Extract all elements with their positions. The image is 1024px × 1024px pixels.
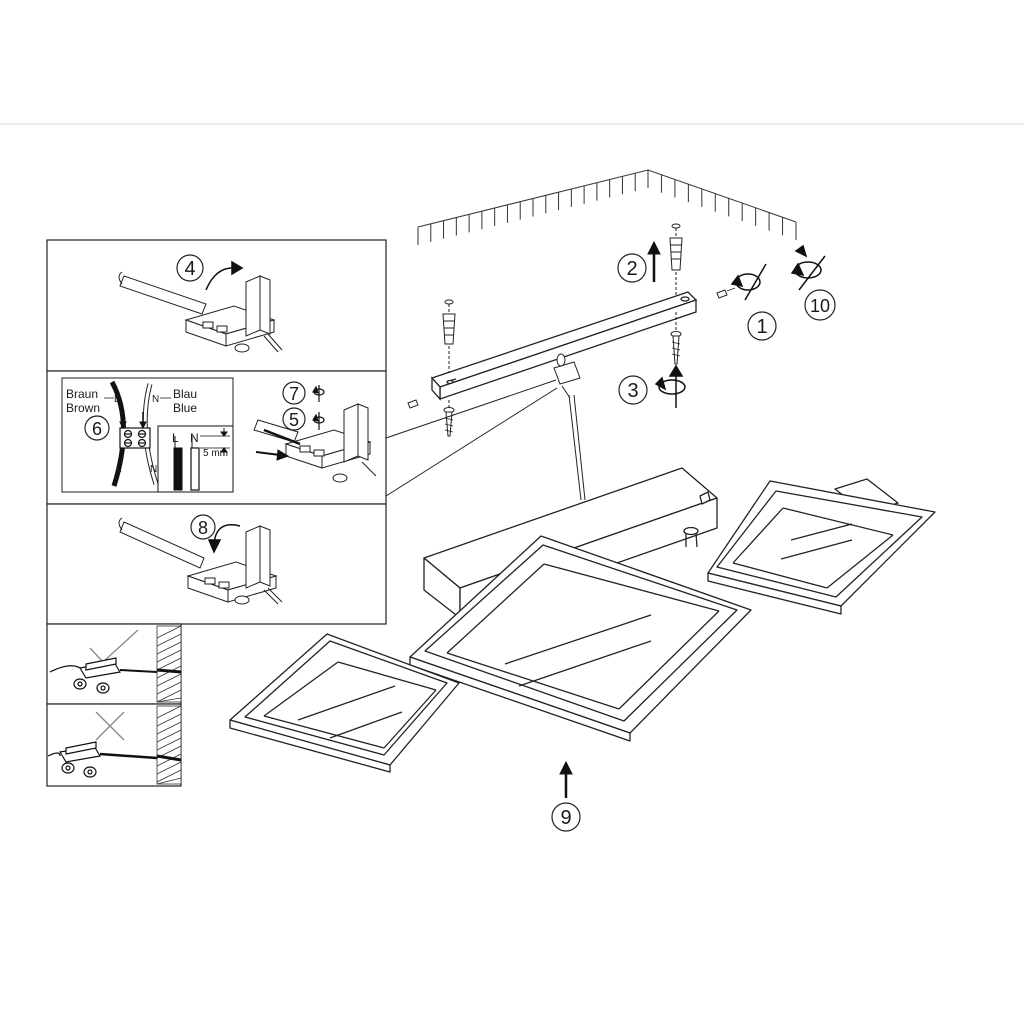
svg-text:8: 8 xyxy=(198,518,208,538)
hatch-line xyxy=(156,713,182,727)
brown-label-de: Braun xyxy=(66,387,98,401)
live-label: L xyxy=(114,394,120,405)
svg-text:7: 7 xyxy=(289,384,299,404)
up-arrow-step-2-icon xyxy=(647,240,661,282)
hatch-line xyxy=(156,729,182,743)
strip-live-label: L xyxy=(172,431,179,445)
hatch-line xyxy=(156,777,182,785)
wall-hatch xyxy=(156,625,182,703)
svg-text:2: 2 xyxy=(626,258,637,280)
hatch-line xyxy=(156,657,182,671)
curved-arrow-icon xyxy=(205,260,244,291)
hatch-line xyxy=(156,633,182,647)
insert-arrow-icon xyxy=(255,449,290,461)
blue-label-en: Blue xyxy=(173,401,197,415)
svg-text:9: 9 xyxy=(560,807,571,829)
step-marker-5: 5 xyxy=(282,407,306,431)
step-marker-2: 2 xyxy=(617,253,647,283)
hatch-line xyxy=(156,753,182,767)
hatch-line xyxy=(156,673,182,687)
step-marker-3: 3 xyxy=(618,375,648,405)
strip-length-label: 5 mm xyxy=(203,448,228,459)
svg-text:6: 6 xyxy=(92,419,102,439)
hatch-line xyxy=(156,697,182,703)
step-marker-9: 9 xyxy=(551,802,581,832)
svg-text:5: 5 xyxy=(289,410,299,430)
screw-rotate-icon xyxy=(312,385,325,430)
wall-plug-left xyxy=(442,299,456,372)
curved-arrow-icon xyxy=(207,524,241,554)
hatch-line xyxy=(156,721,182,735)
strip-neutral-label: N xyxy=(190,431,199,445)
detail-leader-lines xyxy=(385,379,558,497)
hatch-line xyxy=(156,769,182,783)
rotate-arrow-step-1-icon xyxy=(730,263,767,301)
connector-illustration xyxy=(118,271,283,353)
rotate-arrow-step-10-icon xyxy=(790,244,826,291)
cable-clamp-illustration xyxy=(47,741,182,778)
neutral-label-bottom: N xyxy=(150,464,157,475)
brown-label-en: Brown xyxy=(66,401,100,415)
terminal-arrows-icon xyxy=(119,412,147,430)
svg-text:1: 1 xyxy=(756,316,767,338)
hatch-line xyxy=(156,625,182,639)
step-marker-6: 6 xyxy=(84,415,110,441)
suspension-cable xyxy=(553,353,586,501)
hatch-line xyxy=(156,681,182,695)
screw-left xyxy=(443,400,455,437)
ceiling xyxy=(417,169,797,245)
step-marker-8: 8 xyxy=(190,514,216,540)
live-label-bottom: L xyxy=(116,464,122,475)
step-marker-10: 10 xyxy=(804,289,836,321)
screw-right xyxy=(670,312,682,365)
wall-hatch xyxy=(156,705,182,785)
svg-text:10: 10 xyxy=(810,296,830,316)
svg-text:3: 3 xyxy=(627,380,638,402)
step-marker-4: 4 xyxy=(176,254,204,282)
up-arrow-step-9-icon xyxy=(559,760,573,798)
cable-clamp-illustration xyxy=(49,657,182,694)
hatch-line xyxy=(156,649,182,663)
step-marker-7: 7 xyxy=(282,381,306,405)
wall-plug-right xyxy=(669,223,683,295)
lamp-body xyxy=(229,467,936,773)
detail-panel-step-8 xyxy=(46,503,387,625)
cable-clamp-wrong-panel xyxy=(46,703,182,787)
hatch-line xyxy=(156,689,182,703)
step-marker-1: 1 xyxy=(747,311,777,341)
cross-mark-icon xyxy=(95,711,125,741)
cable-clamp-correct-panel xyxy=(46,623,182,705)
neutral-label: N xyxy=(152,394,159,405)
connector-illustration xyxy=(118,517,283,605)
hatch-line xyxy=(156,641,182,655)
hatch-line xyxy=(156,737,182,751)
hatch-line xyxy=(156,705,182,719)
blue-label-de: Blau xyxy=(173,387,197,401)
strip-length-inset xyxy=(157,425,234,493)
detail-panel-step-4 xyxy=(46,239,387,372)
mounting-bracket xyxy=(430,291,698,401)
connector-illustration xyxy=(253,403,377,483)
rotate-arrow-step-3-icon xyxy=(654,364,686,408)
svg-text:4: 4 xyxy=(184,258,195,280)
small-screw-icon xyxy=(407,287,736,409)
terminal-block xyxy=(119,427,151,449)
hatch-line xyxy=(156,761,182,775)
